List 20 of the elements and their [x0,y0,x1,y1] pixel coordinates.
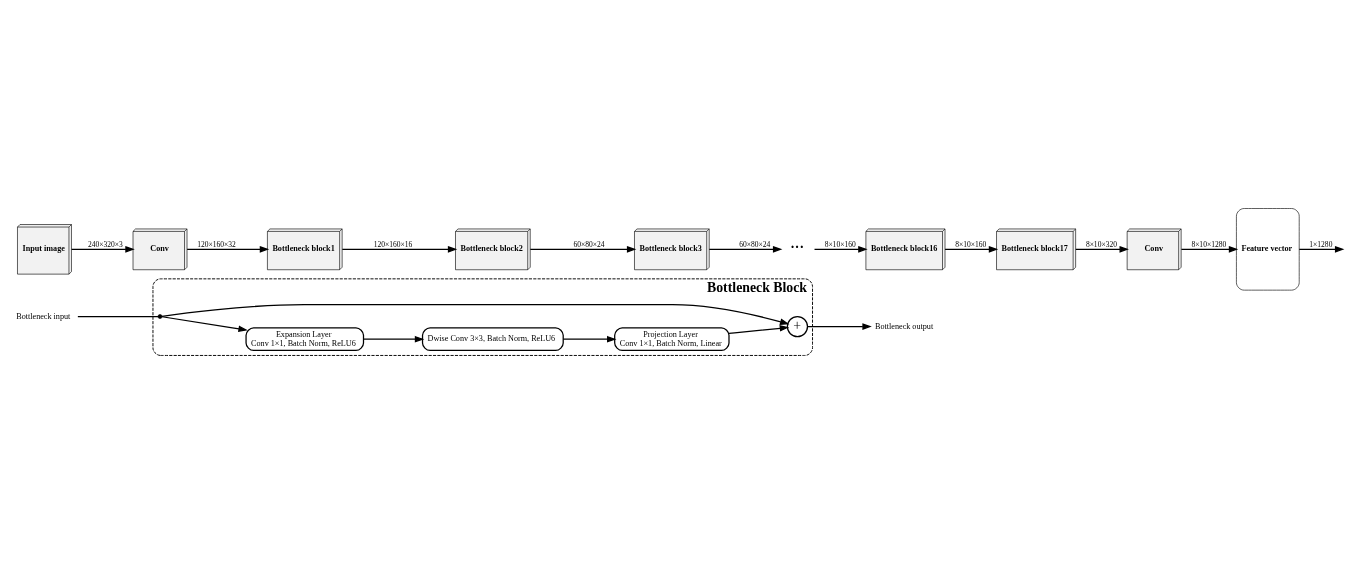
arrow [1298,245,1345,253]
arrow [341,245,458,253]
arrow [1180,245,1239,253]
arrow [529,245,637,253]
connector [77,315,159,317]
arrow [71,245,135,253]
arrow [708,245,783,253]
node-circle: + [786,315,809,337]
arrow [944,245,999,253]
arrow [161,303,790,325]
arrow [161,315,248,332]
node-dot [157,313,163,319]
arrow [362,335,425,342]
arrow [1075,245,1129,253]
arrow [562,335,617,342]
arrow [813,245,868,253]
node-text: ··· [790,239,805,255]
arrow [186,245,270,253]
arrow [728,324,790,334]
arrow [806,322,872,330]
